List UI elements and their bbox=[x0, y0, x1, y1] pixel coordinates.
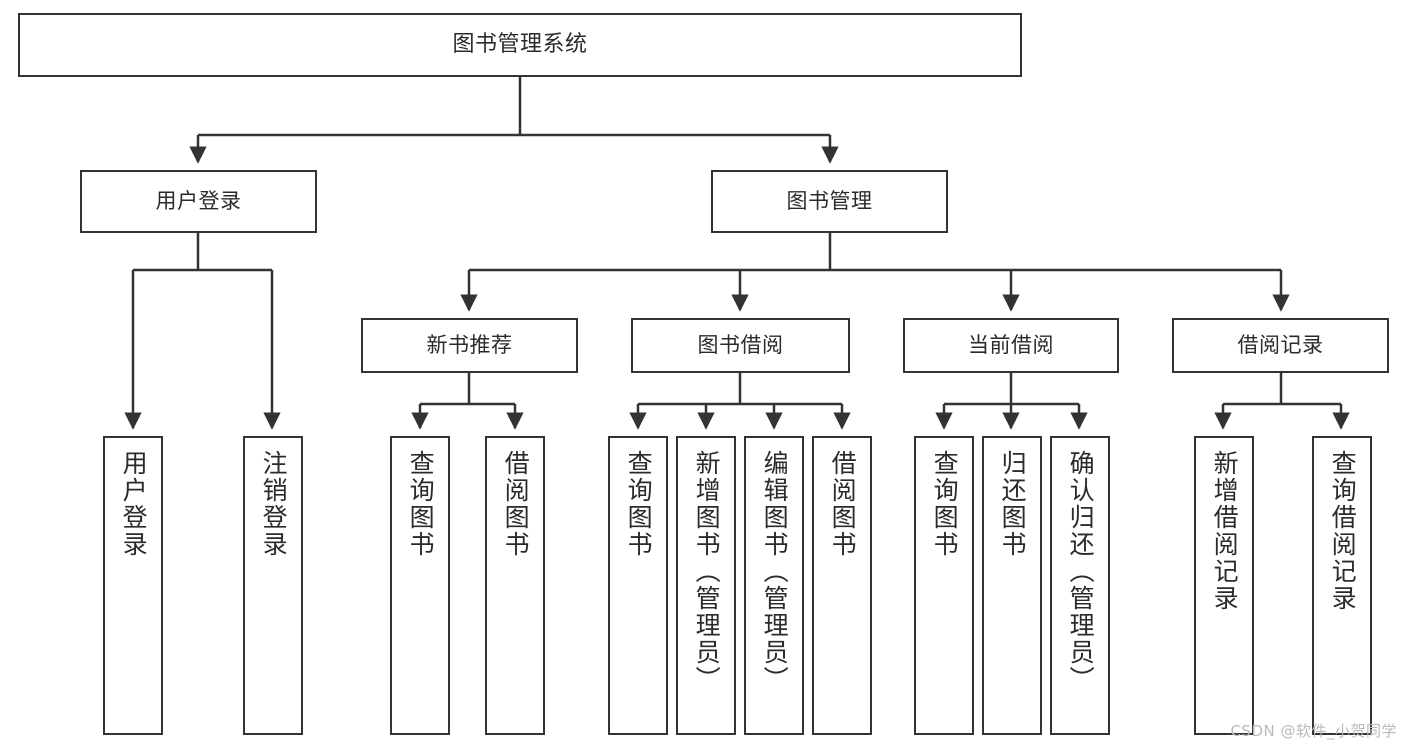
node-borrow-record-label: 借阅记录 bbox=[1237, 332, 1324, 357]
node-current-borrow-label: 当前借阅 bbox=[968, 332, 1054, 357]
node-leaf-edit-book-label: 编辑图书（管理员） bbox=[760, 450, 790, 693]
node-leaf-confirm-return[interactable]: 确认归还（管理员） bbox=[1050, 436, 1110, 735]
node-root[interactable]: 图书管理系统 bbox=[18, 13, 1022, 77]
node-leaf-return-book[interactable]: 归还图书 bbox=[982, 436, 1042, 735]
node-leaf-edit-book[interactable]: 编辑图书（管理员） bbox=[744, 436, 804, 735]
node-book-management-label: 图书管理 bbox=[786, 188, 873, 213]
node-leaf-query-book-3[interactable]: 查询图书 bbox=[914, 436, 974, 735]
node-book-management[interactable]: 图书管理 bbox=[711, 170, 948, 233]
node-leaf-borrow-book-2[interactable]: 借阅图书 bbox=[812, 436, 872, 735]
node-root-label: 图书管理系统 bbox=[452, 31, 588, 57]
node-current-borrow[interactable]: 当前借阅 bbox=[903, 318, 1119, 373]
node-borrow-record[interactable]: 借阅记录 bbox=[1172, 318, 1389, 373]
node-leaf-query-book-2-label: 查询图书 bbox=[624, 450, 654, 558]
node-leaf-borrow-book-2-label: 借阅图书 bbox=[828, 450, 858, 558]
node-leaf-borrow-book-1[interactable]: 借阅图书 bbox=[485, 436, 545, 735]
node-leaf-user-login-label: 用户登录 bbox=[119, 450, 149, 558]
node-new-book-recommend-label: 新书推荐 bbox=[426, 332, 513, 357]
node-leaf-borrow-book-1-label: 借阅图书 bbox=[501, 450, 531, 558]
node-leaf-query-book-3-label: 查询图书 bbox=[930, 450, 960, 558]
node-leaf-query-record-label: 查询借阅记录 bbox=[1328, 450, 1358, 612]
node-new-book-recommend[interactable]: 新书推荐 bbox=[361, 318, 578, 373]
node-leaf-confirm-return-label: 确认归还（管理员） bbox=[1066, 450, 1096, 693]
node-leaf-query-book-1[interactable]: 查询图书 bbox=[390, 436, 450, 735]
watermark-text: CSDN @软件_小贺同学 bbox=[1230, 722, 1397, 740]
node-leaf-add-record-label: 新增借阅记录 bbox=[1210, 450, 1240, 612]
node-leaf-add-book-label: 新增图书（管理员） bbox=[692, 450, 722, 693]
node-leaf-add-record[interactable]: 新增借阅记录 bbox=[1194, 436, 1254, 735]
node-leaf-return-book-label: 归还图书 bbox=[998, 450, 1028, 558]
node-leaf-user-logout[interactable]: 注销登录 bbox=[243, 436, 303, 735]
node-leaf-query-book-1-label: 查询图书 bbox=[406, 450, 436, 558]
node-leaf-query-record[interactable]: 查询借阅记录 bbox=[1312, 436, 1372, 735]
node-user-login-label: 用户登录 bbox=[155, 188, 242, 213]
node-leaf-query-book-2[interactable]: 查询图书 bbox=[608, 436, 668, 735]
node-user-login[interactable]: 用户登录 bbox=[80, 170, 317, 233]
node-leaf-user-logout-label: 注销登录 bbox=[259, 450, 289, 558]
node-leaf-user-login[interactable]: 用户登录 bbox=[103, 436, 163, 735]
node-book-borrow[interactable]: 图书借阅 bbox=[631, 318, 850, 373]
node-leaf-add-book[interactable]: 新增图书（管理员） bbox=[676, 436, 736, 735]
node-book-borrow-label: 图书借阅 bbox=[697, 332, 784, 357]
